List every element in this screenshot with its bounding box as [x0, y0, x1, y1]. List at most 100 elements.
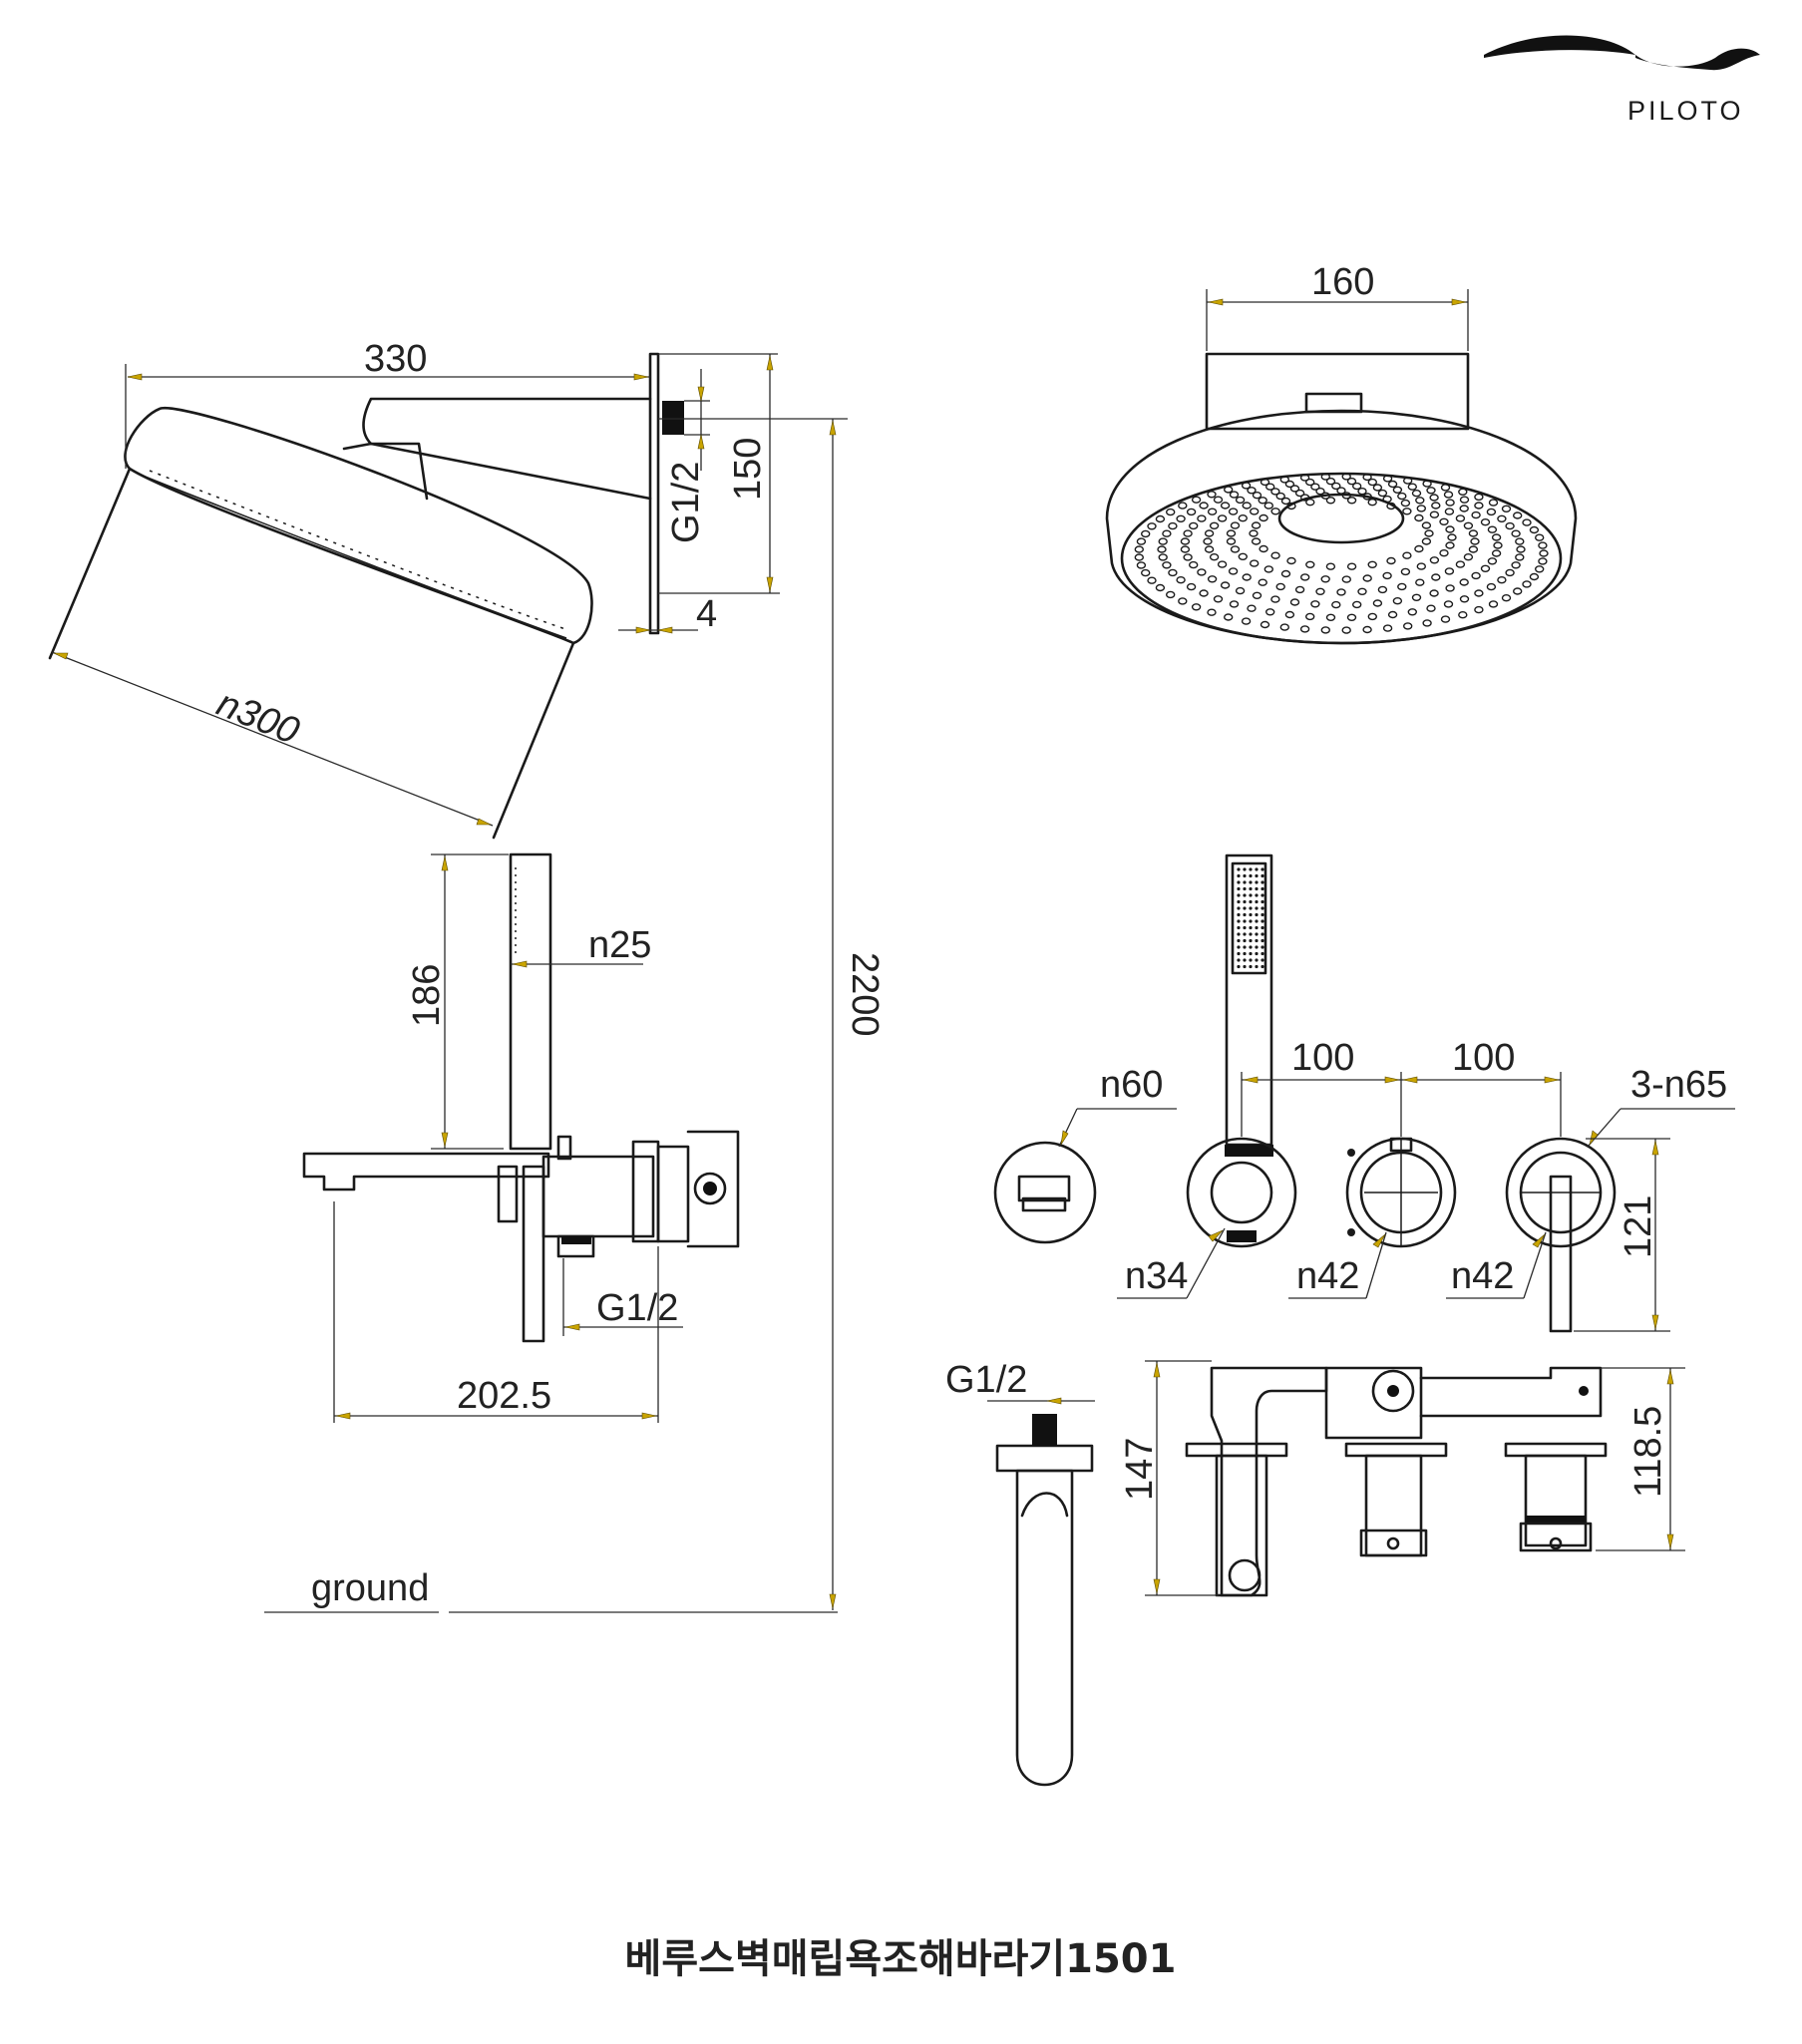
valve-side-view: 186 n25 G1/2 202.5 ground: [264, 852, 838, 1613]
handshower-nozzle-dot: [1249, 945, 1253, 949]
nozzle-dot: [1511, 529, 1521, 537]
nozzle-dot: [1168, 568, 1178, 577]
nozzle-dot: [1429, 556, 1440, 564]
nozzle-dot: [1325, 478, 1336, 486]
handshower-nozzle-dot: [1243, 951, 1247, 956]
nozzle-dot: [1346, 562, 1357, 570]
nozzle-dot: [1416, 562, 1427, 570]
dim-n34: n34: [1125, 1255, 1188, 1297]
handshower-nozzle-dot: [1255, 867, 1259, 871]
dim-121: 121: [1618, 1195, 1659, 1258]
nozzle-dot: [1220, 581, 1231, 589]
nozzle-dot: [1491, 533, 1502, 541]
nozzle-dot: [1341, 473, 1351, 481]
nozzle-dot: [1241, 617, 1252, 625]
nozzle-dot: [1270, 488, 1280, 496]
nozzle-dot: [1207, 491, 1217, 499]
nozzle-dot: [1260, 620, 1270, 629]
nozzle-dot: [1325, 562, 1336, 570]
nozzle-dot: [1443, 491, 1454, 499]
nozzle-dot: [1445, 499, 1455, 507]
nozzle-dot: [1186, 582, 1197, 591]
handshower-nozzle-dot: [1237, 919, 1241, 923]
handshower-nozzle-dot: [1261, 958, 1264, 962]
nozzle-dot: [1411, 490, 1422, 498]
handshower-nozzle-dot: [1243, 893, 1247, 897]
handshower-nozzle-dot: [1261, 893, 1264, 897]
nozzle-dot: [1294, 489, 1305, 498]
nozzle-dot: [1367, 560, 1377, 568]
handshower-nozzle-dot: [1255, 958, 1259, 962]
nozzle-pattern: [1134, 473, 1549, 634]
nozzle-dot: [1402, 477, 1413, 485]
nozzle-dot: [1270, 551, 1280, 559]
handshower-nozzle-dot: [1261, 906, 1264, 910]
nozzle-dot: [1242, 502, 1252, 510]
handshower-nozzle-dot: [1237, 880, 1241, 884]
nozzle-dot: [1310, 600, 1320, 608]
nozzle-dot: [1180, 545, 1191, 553]
nozzle-dot: [1377, 489, 1388, 498]
nozzle-dot: [1217, 514, 1228, 522]
nozzle-dot: [1188, 560, 1199, 569]
nozzle-dot: [1228, 508, 1239, 515]
handshower-nozzle-dot: [1243, 886, 1247, 891]
nozzle-dot: [1264, 608, 1275, 616]
nozzle-dot: [1505, 568, 1515, 577]
dim-3-n65: 3-n65: [1630, 1064, 1727, 1106]
nozzle-dot: [1207, 575, 1218, 583]
nozzle-dot: [1162, 529, 1172, 537]
nozzle-dot: [1515, 537, 1525, 545]
handshower-nozzle-dot: [1237, 886, 1241, 891]
nozzle-dot: [1228, 567, 1239, 575]
nozzle-dot: [1516, 545, 1526, 553]
nozzle-dot: [1249, 508, 1260, 515]
nozzle-dot: [1305, 499, 1315, 507]
nozzle-dot: [1140, 529, 1151, 538]
nozzle-dot: [1534, 533, 1545, 541]
handshower-nozzle-dot: [1243, 938, 1247, 943]
dim-g12-top: G1/2: [665, 462, 707, 543]
nozzle-dot: [1270, 595, 1280, 603]
brand-name: PILOTO: [1627, 96, 1744, 126]
handshower-nozzle-dot: [1255, 893, 1259, 897]
nozzle-dot: [1439, 549, 1449, 557]
nozzle-dot: [1493, 541, 1503, 549]
handshower-nozzle-dot: [1237, 964, 1241, 969]
handshower-nozzle-dot: [1243, 899, 1247, 904]
nozzle-dot: [1362, 574, 1372, 582]
nozzle-dot: [1357, 587, 1367, 595]
handshower-nozzle-dot: [1249, 919, 1253, 923]
handshower-nozzle-dot: [1249, 873, 1253, 878]
nozzle-dot: [1357, 488, 1367, 496]
rainhead-front-view: 160: [1105, 261, 1578, 645]
handshower-nozzle-dot: [1237, 925, 1241, 930]
handshower-nozzle-dot: [1255, 925, 1259, 930]
handshower-nozzle-dot: [1249, 899, 1253, 904]
nozzle-dot: [1351, 482, 1362, 491]
nozzle-dot: [1487, 557, 1498, 565]
concealed-body-side-view: 147 118.5: [1119, 1360, 1685, 1597]
nozzle-dot: [1249, 559, 1260, 567]
nozzle-dot: [1230, 545, 1241, 553]
nozzle-dot: [1455, 560, 1466, 568]
nozzle-dot: [1176, 576, 1186, 584]
handshower-nozzle-dot: [1237, 938, 1241, 943]
nozzle-dot: [1315, 587, 1325, 595]
nozzle-dot: [1147, 576, 1157, 584]
nozzle-dot: [1416, 505, 1427, 512]
nozzle-dot: [1299, 573, 1310, 581]
nozzle-dot: [1176, 514, 1186, 522]
nozzle-dot: [1426, 604, 1436, 612]
handshower-nozzle-dot: [1255, 906, 1259, 910]
nozzle-dot: [1183, 529, 1193, 537]
nozzle-dot: [1294, 585, 1305, 594]
handshower-nozzle-dot: [1243, 880, 1247, 884]
nozzle-dot: [1443, 600, 1454, 608]
nozzle-dot: [1284, 480, 1295, 489]
handshower-nozzle-dot: [1243, 932, 1247, 936]
nozzle-dot: [1315, 488, 1325, 496]
nozzle-dot: [1362, 493, 1372, 501]
nozzle-dot: [1213, 595, 1224, 603]
handshower-nozzle-dot: [1249, 880, 1253, 884]
